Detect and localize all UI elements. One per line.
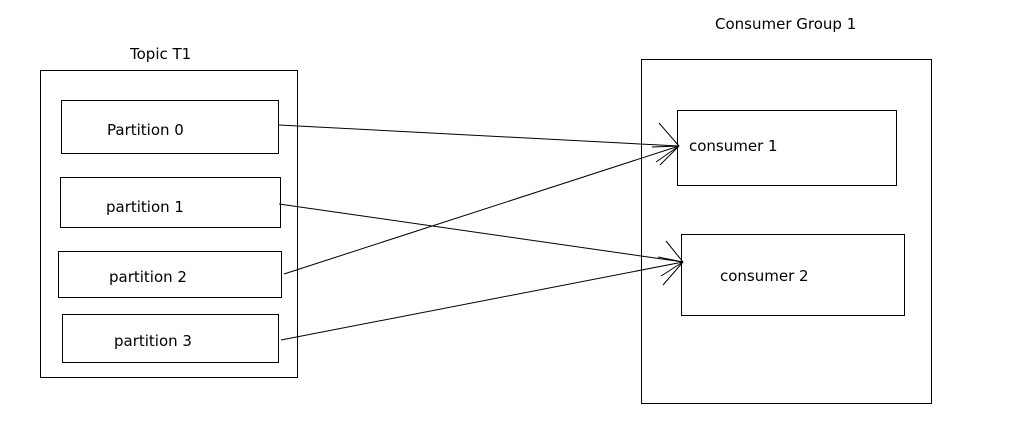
topic-title: Topic T1 [130, 45, 192, 63]
consumer-1-label: consumer 1 [689, 137, 778, 155]
consumer-2-box [681, 234, 905, 316]
partition-0-box [61, 100, 279, 154]
consumer-2-label: consumer 2 [720, 267, 809, 285]
arrow-partition-2-to-consumer-1 [283, 145, 680, 275]
partition-3-label: partition 3 [114, 332, 192, 350]
arrow-partition-3-to-consumer-2 [280, 256, 684, 341]
topic-container [40, 70, 298, 378]
partition-2-box [58, 251, 282, 298]
consumer-group-title: Consumer Group 1 [715, 15, 857, 33]
partition-2-label: partition 2 [109, 268, 187, 286]
partition-0-label: Partition 0 [107, 121, 184, 139]
partition-1-box [60, 177, 281, 228]
arrow-partition-1-to-consumer-2 [278, 203, 684, 277]
arrow-partition-0-to-consumer-1 [278, 122, 680, 163]
consumer-group-container [641, 59, 932, 404]
partition-1-label: partition 1 [106, 198, 184, 216]
partition-3-box [62, 314, 279, 363]
